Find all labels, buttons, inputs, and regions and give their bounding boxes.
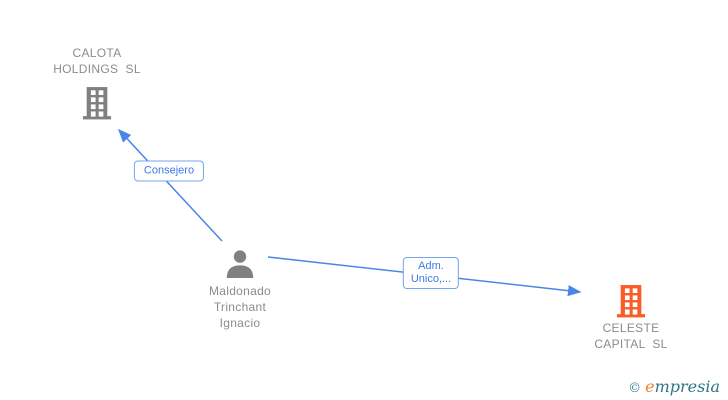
empresia-wordmark: empresia [645, 377, 720, 396]
building-icon [82, 86, 112, 120]
person-icon [224, 248, 256, 280]
company-name-line: CELESTE [602, 321, 660, 335]
copyright-icon: © [628, 381, 642, 396]
person-name-line: Ignacio [219, 316, 261, 330]
edge-label-text: Consejero [143, 164, 195, 177]
node-celeste-capital[interactable]: CELESTE CAPITAL SL [551, 284, 711, 352]
person-name: Maldonado Trinchant Ignacio [209, 283, 271, 331]
company-name-calota: CALOTA HOLDINGS SL [53, 45, 141, 77]
building-icon [616, 284, 646, 318]
edge-label-consejero[interactable]: Consejero [133, 160, 205, 182]
person-name-line: Trinchant [213, 300, 267, 314]
person-name-line: Maldonado [208, 284, 272, 298]
edge-consejero-line [117, 128, 223, 242]
node-calota-holdings[interactable]: CALOTA HOLDINGS SL [17, 45, 177, 120]
empresia-logo: © empresia [628, 377, 720, 396]
empresia-rest: mpresia [654, 377, 720, 396]
edge-label-adm-unico[interactable]: Adm. Unico,... [402, 257, 460, 289]
company-name-line: HOLDINGS SL [53, 62, 141, 76]
company-name-line: CAPITAL SL [594, 337, 668, 351]
node-maldonado-trinchant-ignacio[interactable]: Maldonado Trinchant Ignacio [160, 248, 320, 331]
company-name-line: CALOTA [72, 46, 122, 60]
edge-label-text: Unico,... [410, 273, 452, 285]
edge-label-text: Adm. [418, 260, 444, 272]
empresia-initial: e [645, 377, 655, 396]
company-name-celeste: CELESTE CAPITAL SL [594, 320, 667, 352]
